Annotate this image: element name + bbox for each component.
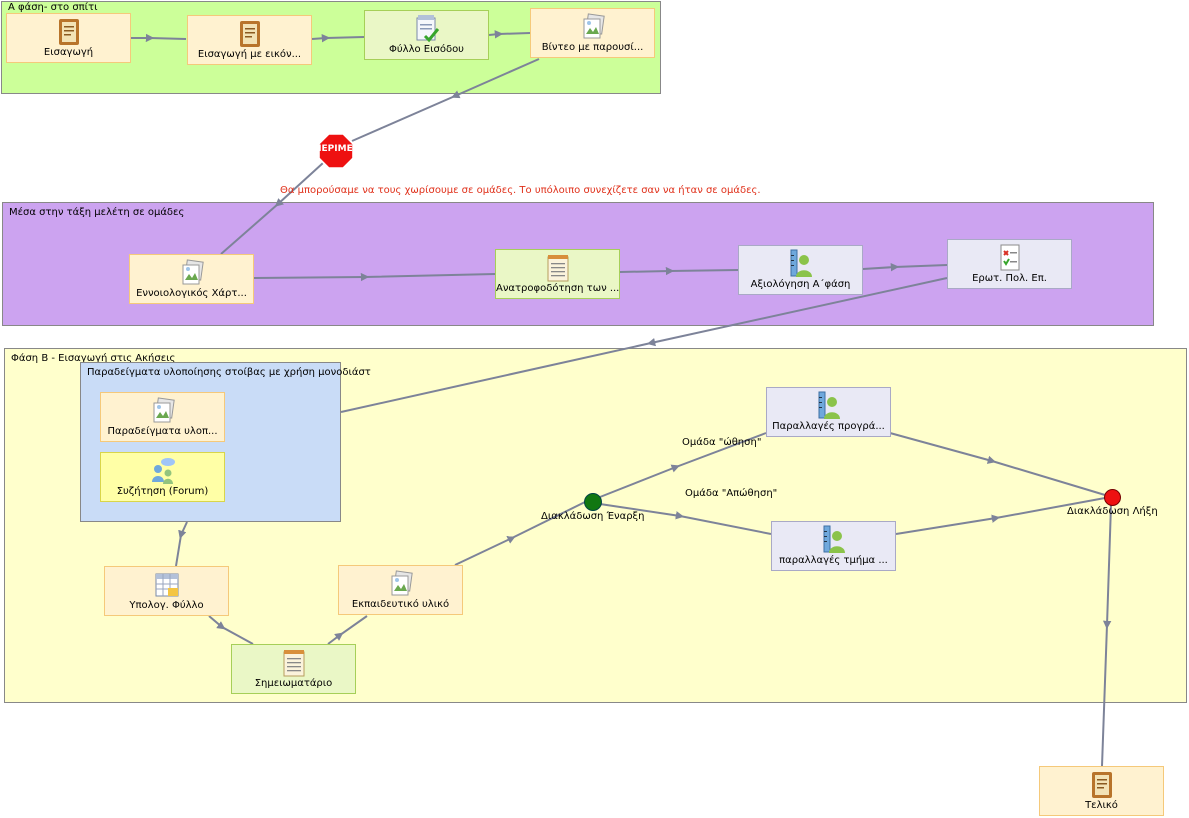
region-phase-b: Φάση Β - Εισαγωγή στις Ακήσεις (4, 348, 1187, 703)
image-stack-icon (580, 12, 606, 42)
node-final[interactable]: Τελικό (1039, 766, 1164, 816)
edge-push-branchend (889, 432, 1106, 496)
stop-sign[interactable]: ΠΕΡΙΜΕΝΕ (314, 133, 358, 169)
node-video[interactable]: Βίντεο με παρουσί... (530, 8, 655, 58)
edge-conceptmap-feedback (253, 272, 496, 282)
edge-branchend-final (1101, 504, 1112, 767)
node-forum[interactable]: Συζήτηση (Forum) (100, 452, 225, 502)
scroll-icon (237, 19, 263, 49)
group-pop-label: Ομάδα "Απώθηση" (685, 488, 778, 499)
node-feedback-label: Ανατροφοδότηση των ... (496, 283, 619, 294)
region-examples-group-title: Παραδείγματα υλοποίησης στοίβας με χρήση… (87, 367, 371, 378)
stop-note: Θα μπορούσαμε να τους χωρίσουμε σε ομάδε… (280, 185, 761, 196)
region-class-groups-title: Μέσα στην τάξη μελέτη σε ομάδες (9, 207, 185, 218)
form-check-icon (414, 14, 440, 44)
spreadsheet-icon (154, 570, 180, 600)
node-intro[interactable]: Εισαγωγή (6, 13, 131, 63)
edge-video-stop (351, 58, 540, 142)
node-variations-prog-label: Παραλλαγές προγρά... (772, 421, 885, 432)
node-examples[interactable]: Παραδείγματα υλοπ... (100, 392, 225, 442)
edge-stop-conceptmap (220, 162, 324, 255)
node-entry-sheet[interactable]: Φύλλο Εισόδου (364, 10, 489, 60)
node-variations-prog[interactable]: Παραλλαγές προγρά... (766, 387, 891, 437)
node-spreadsheet[interactable]: Υπολογ. Φύλλο (104, 566, 229, 616)
node-notebook-label: Σημειωματάριο (254, 678, 333, 689)
edge-branchstart-pop (599, 503, 772, 535)
node-feedback[interactable]: Ανατροφοδότηση των ... (495, 249, 620, 299)
branch-start-dot[interactable] (584, 493, 602, 511)
edge-spreadsheet-notebook (208, 615, 254, 645)
user-ruler-icon (788, 249, 814, 279)
edge-mcq-examplesgroup (340, 277, 948, 413)
node-forum-label: Συζήτηση (Forum) (116, 486, 209, 497)
quiz-icon (997, 243, 1023, 273)
branch-start-label: Διακλάδωση Έναρξη (541, 511, 645, 522)
node-intro-label: Εισαγωγή (43, 47, 94, 58)
notepad-icon (281, 648, 307, 678)
region-phase-b-title: Φάση Β - Εισαγωγή στις Ακήσεις (11, 353, 176, 364)
edge-intro-introimages (131, 33, 187, 43)
node-spreadsheet-label: Υπολογ. Φύλλο (129, 600, 204, 611)
user-ruler-icon (821, 525, 847, 555)
branch-end-label: Διακλάδωση Λήξη (1067, 506, 1158, 517)
edge-introimages-entrysheet (311, 34, 365, 43)
node-intro-images[interactable]: Εισαγωγή με εικόν... (187, 15, 312, 65)
notepad-icon (545, 253, 571, 283)
image-stack-icon (388, 569, 414, 599)
stop-label: ΠΕΡΙΜΕΝΕ (314, 144, 358, 154)
node-variations-part-label: παραλλαγές τμήμα ... (779, 555, 888, 566)
node-material[interactable]: Εκπαιδευτικό υλικό (338, 565, 463, 615)
region-phase-a-title: Α φάση- στο σπίτι (8, 2, 98, 13)
node-assessment-label: Αξιολόγηση Α΄φάση (750, 279, 851, 290)
node-entry-sheet-label: Φύλλο Εισόδου (389, 44, 464, 55)
node-intro-images-label: Εισαγωγή με εικόν... (197, 49, 302, 60)
scroll-icon (1089, 770, 1115, 800)
node-concept-map[interactable]: Εννοιολογικός Χάρτ... (129, 254, 254, 304)
chat-users-icon (150, 456, 176, 486)
branch-end-dot[interactable] (1104, 489, 1121, 506)
node-notebook[interactable]: Σημειωματάριο (231, 644, 356, 694)
edge-entrysheet-video (488, 30, 531, 39)
image-stack-icon (179, 258, 205, 288)
edge-group-spreadsheet (175, 521, 188, 567)
edge-material-branchstart (454, 501, 586, 566)
node-video-label: Βίντεο με παρουσί... (541, 42, 644, 53)
edge-branchstart-push (599, 432, 767, 498)
node-mcq-label: Ερωτ. Πολ. Επ. (972, 273, 1047, 284)
node-examples-label: Παραδείγματα υλοπ... (107, 426, 218, 437)
edge-notebook-material (327, 615, 368, 645)
node-variations-part[interactable]: παραλλαγές τμήμα ... (771, 521, 896, 571)
image-stack-icon (150, 396, 176, 426)
node-final-label: Τελικό (1085, 800, 1118, 811)
group-push-label: Ομάδα "ώθηση" (682, 437, 762, 448)
node-concept-map-label: Εννοιολογικός Χάρτ... (136, 288, 247, 299)
user-ruler-icon (816, 391, 842, 421)
scroll-icon (56, 17, 82, 47)
edge-pop-branchend (895, 497, 1106, 535)
edge-feedback-assessment (619, 266, 739, 276)
node-material-label: Εκπαιδευτικό υλικό (351, 599, 450, 610)
node-mcq[interactable]: Ερωτ. Πολ. Επ. (947, 239, 1072, 289)
node-assessment[interactable]: Αξιολόγηση Α΄φάση (738, 245, 863, 295)
edge-assessment-mcq (862, 263, 948, 272)
